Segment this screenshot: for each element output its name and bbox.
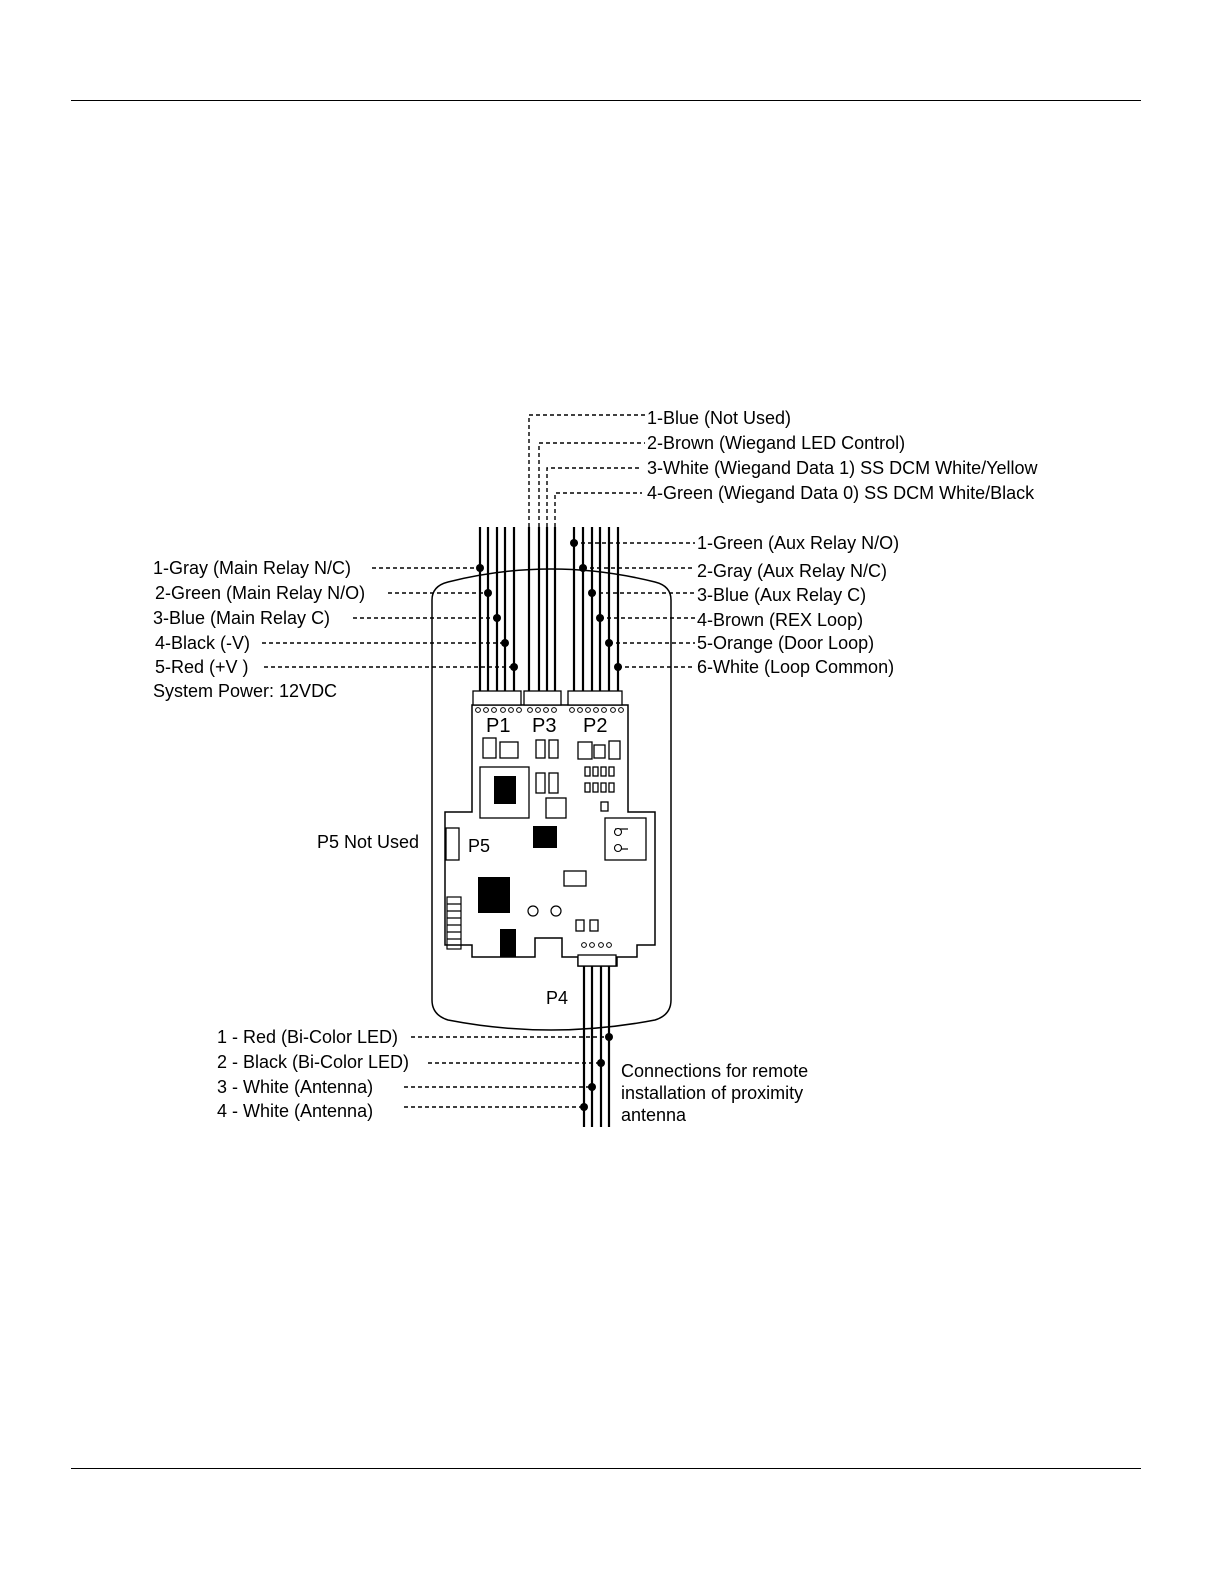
reader-housing [431,568,672,1031]
footer-rule [71,1468,1141,1469]
p4-label: P4 [546,988,568,1008]
p1-wire-1-label: 1-Gray (Main Relay N/C) [153,558,351,578]
p3-header [523,690,562,706]
p1-power-note: System Power: 12VDC [153,681,337,701]
p2-wire-2-label: 2-Gray (Aux Relay N/C) [697,561,887,581]
antenna-note-line-3: antenna [621,1105,687,1125]
p3-wire-2-label: 2-Brown (Wiegand LED Control) [647,433,905,453]
p2-wires [570,527,695,691]
header-rule [71,100,1141,101]
p3-wire-1-label: 1-Blue (Not Used) [647,408,791,428]
p3-wire-3-label: 3-White (Wiegand Data 1) SS DCM White/Ye… [647,458,1038,478]
p1-wire-2-label: 2-Green (Main Relay N/O) [155,583,365,603]
p4-wire-4-label: 4 - White (Antenna) [217,1101,373,1121]
p1-wires [262,527,518,691]
p5-note: P5 Not Used [317,832,419,852]
p1-header [472,690,522,706]
antenna-note-line-1: Connections for remote [621,1061,808,1081]
p1-wire-5-label: 5-Red (+V ) [155,657,249,677]
p4-wire-3-label: 3 - White (Antenna) [217,1077,373,1097]
antenna-note-line-2: installation of proximity [621,1083,803,1103]
p1-wire-4-label: 4-Black (-V) [155,633,250,653]
p3-label: P3 [532,715,556,737]
p2-wire-1-label: 1-Green (Aux Relay N/O) [697,533,899,553]
header-pins [475,707,624,948]
p4-wires [404,966,613,1127]
p2-wire-6-label: 6-White (Loop Common) [697,657,894,677]
p1-wire-3-label: 3-Blue (Main Relay C) [153,608,330,628]
p4-header [577,954,617,967]
p2-label: P2 [583,715,607,737]
p1-label: P1 [486,715,510,737]
p4-wire-2-label: 2 - Black (Bi-Color LED) [217,1052,409,1072]
p2-header [567,690,623,706]
p5-header [445,827,460,861]
p3-wire-4-label: 4-Green (Wiegand Data 0) SS DCM White/Bl… [647,483,1035,503]
p4-wire-1-label: 1 - Red (Bi-Color LED) [217,1027,398,1047]
board-components [446,737,647,957]
p2-wire-3-label: 3-Blue (Aux Relay C) [697,585,866,605]
p2-wire-5-label: 5-Orange (Door Loop) [697,633,874,653]
p3-wires [527,414,645,691]
p2-wire-4-label: 4-Brown (REX Loop) [697,610,863,630]
p5-label: P5 [468,836,490,856]
